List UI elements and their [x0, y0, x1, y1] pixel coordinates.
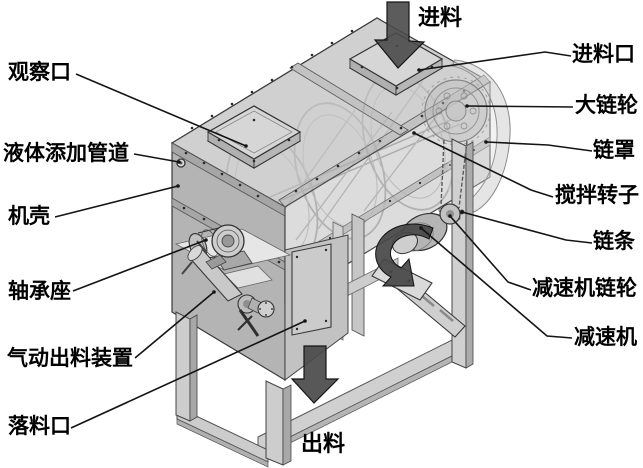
- reducer-assembly: [371, 139, 468, 338]
- leg-front-mid: [265, 380, 292, 466]
- leader-lines: [54, 51, 593, 429]
- bolt-dots: [182, 29, 466, 264]
- observation-port-hatch: [206, 105, 302, 169]
- label-liquid-addition-pipe: 液体添加管道: [3, 142, 129, 165]
- discharge-hopper: [284, 234, 349, 381]
- leg-right: [451, 138, 474, 369]
- label-large-sprocket: 大链轮: [575, 94, 638, 117]
- pneumatic-discharge-assembly: [181, 240, 275, 337]
- rotation-arrow: [375, 223, 434, 287]
- leg-front-left: [175, 311, 198, 422]
- label-pneumatic-discharge-device: 气动出料装置: [7, 347, 133, 370]
- large-sprocket-ghost: [421, 76, 491, 146]
- label-mixing-rotor: 搅拌转子: [555, 184, 639, 207]
- drop-outlet-panel: [291, 243, 332, 336]
- label-chain: 链条: [593, 230, 635, 253]
- label-reducer: 减速机: [574, 326, 637, 349]
- stand-frame: [175, 138, 474, 468]
- label-discharge-flow: 出料: [301, 431, 346, 456]
- leader-endpoints: [176, 68, 488, 323]
- label-feed-inlet: 进料口: [572, 43, 635, 66]
- label-drop-outlet: 落料口: [8, 415, 71, 438]
- discharge-arrow: [290, 345, 340, 404]
- label-bearing-seat: 轴承座: [8, 280, 71, 303]
- label-casing: 机壳: [8, 205, 50, 228]
- feed-arrow: [373, 1, 426, 69]
- label-observation-port: 观察口: [8, 61, 71, 84]
- label-chain-cover: 链罩: [593, 139, 635, 162]
- label-feed-flow: 进料: [418, 5, 463, 30]
- label-reducer-sprocket: 减速机链轮: [532, 277, 637, 300]
